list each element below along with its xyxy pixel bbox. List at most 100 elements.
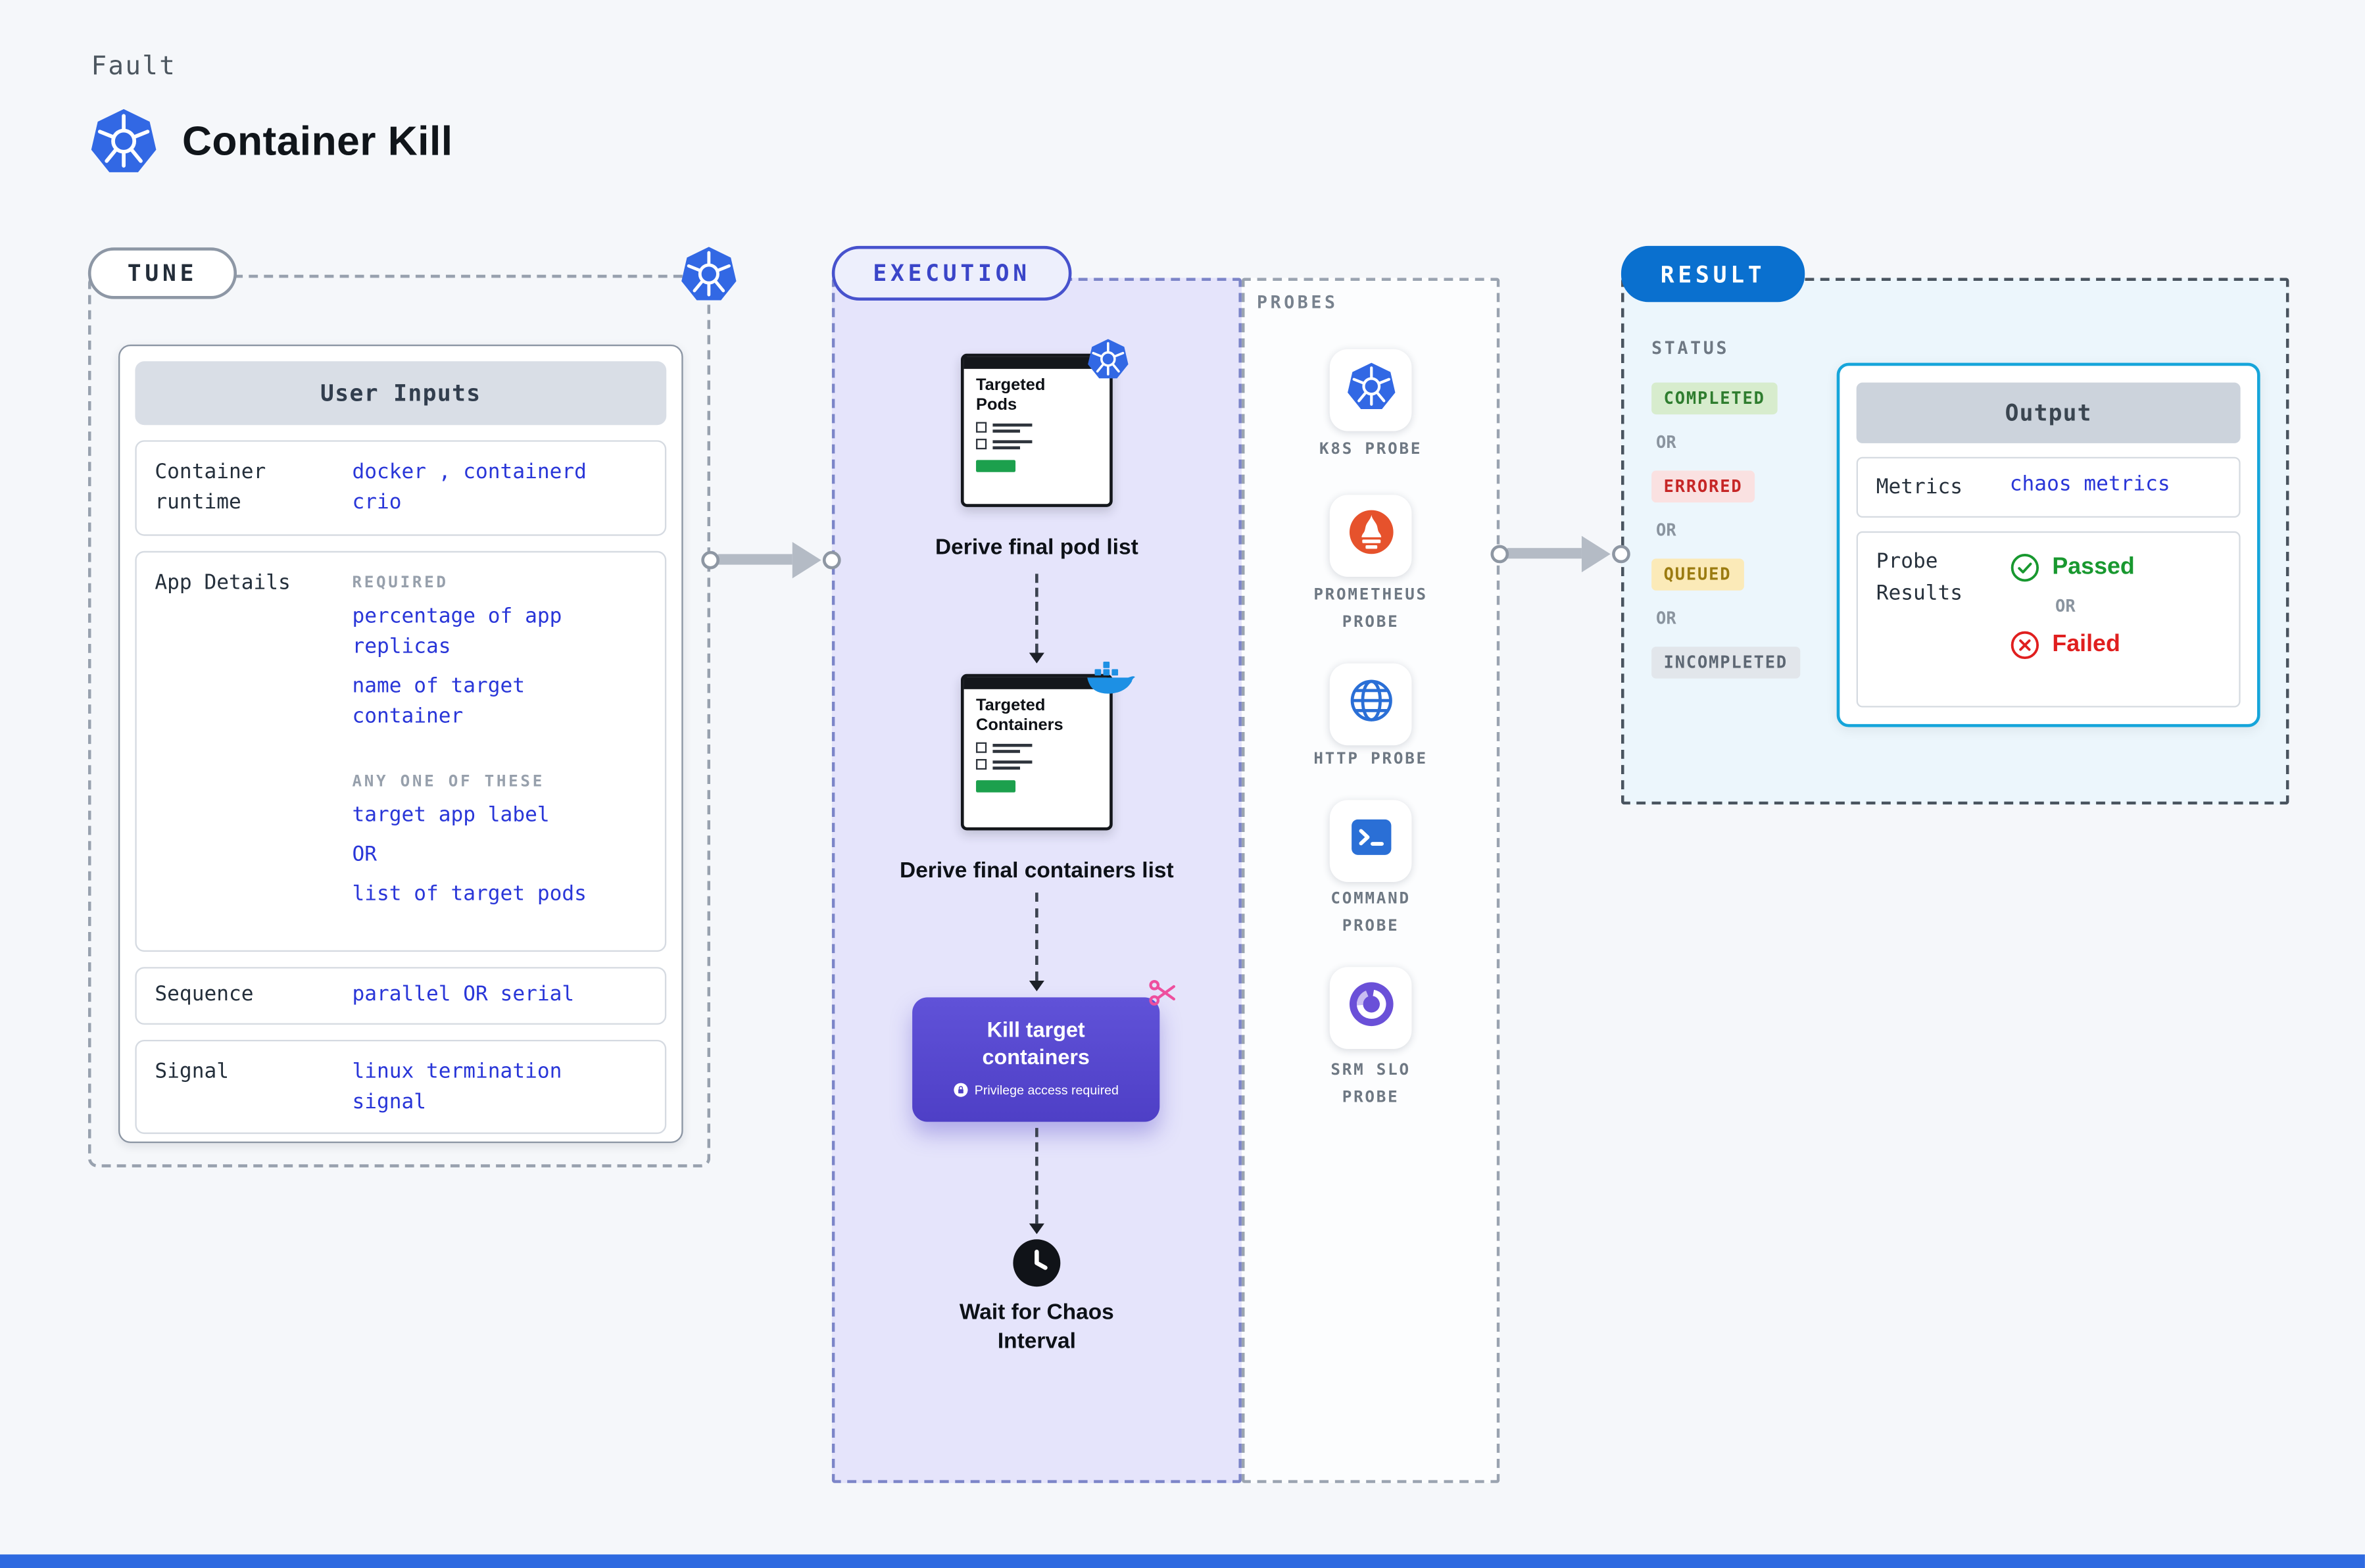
or-separator: OR [2055,597,2076,617]
failed-label: Failed [2052,631,2120,658]
or-separator: OR [1656,608,1676,629]
or-separator: OR [1656,432,1676,453]
container-list-item [976,759,1098,771]
page-title: Container Kill [182,118,453,164]
any-option: list of target pods [352,881,587,906]
failed-line: Failed [2010,630,2221,660]
connector-dot [822,551,841,570]
status-column: COMPLETED OR ERRORED OR QUEUED OR INCOMP… [1651,382,1800,679]
checkbox-icon [976,439,987,451]
result-pill: RESULT [1621,245,1805,303]
http-probe-card [1329,663,1412,746]
arrow-execution-to-result [1507,548,1582,559]
flow-arrowhead [1029,652,1044,664]
kubernetes-icon [89,107,158,176]
probe-label: SRM SLO PROBE [1330,1061,1411,1107]
passed-line: Passed [2010,553,2221,583]
container-list-item [976,743,1098,754]
signal-value: linux termination signal [352,1058,562,1114]
output-row-probe-results: Probe Results Passed OR Failed [1856,531,2241,708]
user-inputs-title: User Inputs [135,361,667,426]
text-lines [992,760,1033,770]
privilege-note: Privilege access required [912,1083,1159,1098]
input-row-signal: Signal linux termination signal [135,1039,667,1135]
app-details-label: App Details [155,570,291,595]
any-one-caption: ANY ONE OF THESE [352,772,545,791]
metrics-label: Metrics [1876,475,1963,500]
runtime-value: docker , containerd crio [352,460,587,515]
tune-section-box [87,274,711,1167]
kubernetes-icon [1087,337,1130,381]
flow-arrowhead [1029,980,1044,992]
signal-label: Signal [155,1058,230,1083]
targeted-pods-title: Targeted Pods [976,376,1046,415]
execution-pill: EXECUTION [831,245,1072,301]
k8s-probe-card [1329,349,1412,431]
probe-label: PROMETHEUS PROBE [1313,585,1428,631]
flow-connector [1035,574,1038,653]
arrow-head [1581,535,1611,573]
passed-label: Passed [2052,554,2135,581]
x-circle-icon [2010,630,2040,660]
status-title: STATUS [1651,337,1730,358]
output-title: Output [1856,382,2241,443]
input-row-app-details: App Details REQUIRED percentage of app r… [135,550,667,951]
sequence-value: parallel OR serial [352,983,575,1008]
any-option: target app label [352,802,550,827]
globe-icon [1346,675,1396,733]
status-badge-errored: ERRORED [1651,470,1755,502]
docker-icon [1084,654,1135,697]
probe-results-label: Probe Results [1876,550,1963,605]
required-item: percentage of app replicas [352,603,562,659]
prometheus-probe-card [1329,495,1412,577]
targeted-pods-window: Targeted Pods [960,339,1129,507]
progress-bar [976,781,1016,793]
required-item: name of target container [352,674,525,729]
text-lines [992,423,1033,433]
prometheus-icon [1346,507,1396,565]
probe-label: COMMAND PROBE [1330,889,1411,935]
kill-title: Kill target containers [982,1017,1090,1069]
pod-list-item [976,422,1098,433]
required-caption: REQUIRED [352,573,449,591]
footer-accent-bar [0,1554,2365,1568]
status-badge-completed: COMPLETED [1651,382,1778,415]
pod-list-item [976,439,1098,451]
probe-label: HTTP PROBE [1313,750,1428,768]
wait-chaos-interval-caption: Wait for Chaos Interval [959,1300,1114,1354]
clock-icon [1011,1237,1062,1288]
terminal-icon [1346,812,1396,870]
chaos-scissors-icon [1146,976,1180,1010]
privilege-note-text: Privilege access required [974,1083,1119,1098]
connector-dot [701,551,719,570]
or-separator: OR [352,842,377,867]
connector-dot [1490,545,1509,564]
connector-dot [1612,545,1630,564]
derive-containers-list-caption: Derive final containers list [900,859,1174,884]
kubernetes-icon [680,245,738,304]
lock-icon [953,1083,968,1098]
command-probe-card [1329,800,1412,882]
derive-pod-list-caption: Derive final pod list [935,535,1138,560]
checkbox-icon [976,759,987,771]
tune-pill: TUNE [87,247,237,299]
checkbox-icon [976,422,987,433]
status-badge-queued: QUEUED [1651,558,1743,591]
flow-connector [1035,1127,1038,1224]
kubernetes-icon [1346,361,1396,419]
check-circle-icon [2010,553,2040,583]
arrow-tune-to-execution [718,554,792,565]
input-row-sequence: Sequence parallel OR serial [135,966,667,1024]
output-row-metrics: Metrics chaos metrics [1856,456,2241,518]
window-titlebar [963,356,1110,369]
input-row-container-runtime: Container runtime docker , containerd cr… [135,440,667,535]
output-card: Output Metrics chaos metrics Probe Resul… [1836,362,2260,727]
or-separator: OR [1656,520,1676,541]
fault-eyebrow: Fault [91,51,177,82]
progress-bar [976,460,1016,473]
status-badge-incompleted: INCOMPLETED [1651,647,1800,679]
kill-target-containers-node: Kill target containers Privilege access … [912,979,1175,1122]
flow-connector [1035,893,1038,981]
